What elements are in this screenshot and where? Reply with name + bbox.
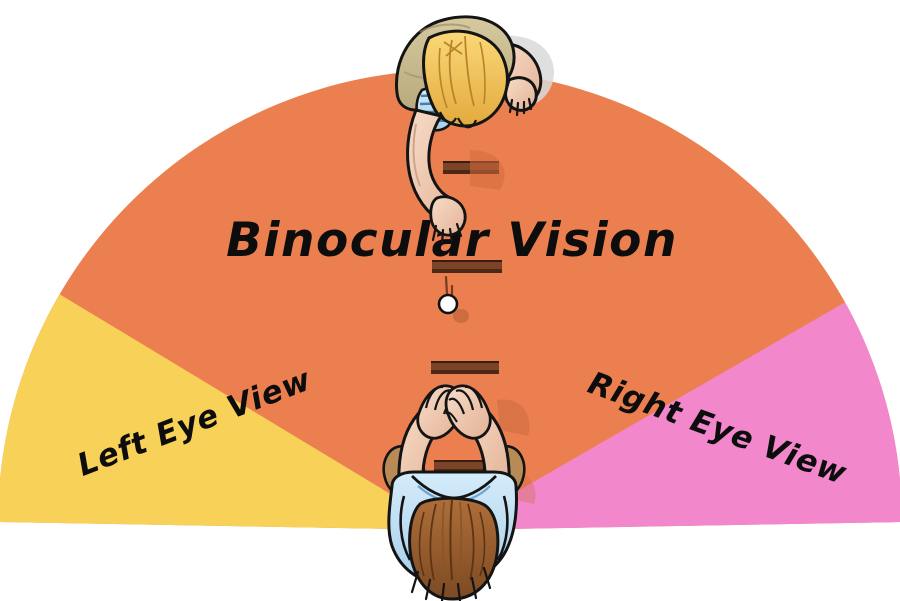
region-right-eye-view — [450, 236, 900, 530]
falling-ball-group — [437, 275, 469, 323]
figure-bottom-observer — [382, 384, 536, 601]
falling-ball — [437, 293, 459, 315]
bar-2 — [432, 260, 502, 273]
figure-top-observer — [394, 15, 555, 246]
bar-3 — [431, 361, 499, 374]
region-left-eye-view — [0, 222, 450, 530]
ball-shadow — [453, 309, 469, 323]
ball-motion-trail — [444, 275, 454, 298]
